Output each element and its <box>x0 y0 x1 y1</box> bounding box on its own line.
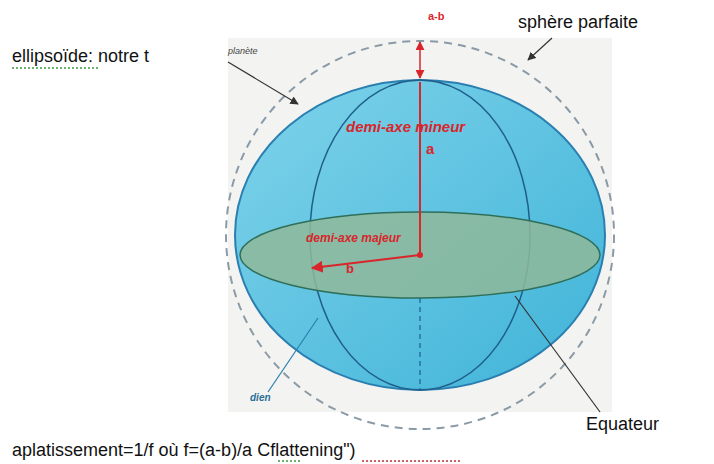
axis-label: demi-axe majeur <box>306 232 401 246</box>
dimension-label: a-b <box>428 10 445 23</box>
semi-minor-axis <box>419 82 421 255</box>
photo-scrap: dien <box>250 392 271 404</box>
note-label: Equateur <box>586 414 659 435</box>
leader-line <box>515 296 600 412</box>
spell-underline <box>12 67 98 69</box>
note-label: sphère parfaite <box>518 12 638 33</box>
axis-label: demi-axe mineur <box>346 118 465 135</box>
leader-line <box>268 318 318 392</box>
axis-letter: b <box>346 262 354 277</box>
axis-letter: a <box>426 140 434 157</box>
note-label: ellipsoïde: notre t <box>12 46 149 67</box>
leader-line <box>228 62 298 104</box>
spell-underline <box>362 460 460 462</box>
spell-underline <box>278 460 300 462</box>
photo-scrap: planète <box>228 46 258 56</box>
semi-major-axis <box>312 255 420 268</box>
leader-line <box>528 38 552 60</box>
flattening-gap <box>419 42 421 78</box>
caption-note: aplatissement=1/f où f=(a-b)/a Cflatteni… <box>12 440 356 461</box>
perfect-sphere <box>226 41 614 429</box>
photo-backdrop <box>228 38 612 412</box>
axis-dashed <box>419 298 420 390</box>
